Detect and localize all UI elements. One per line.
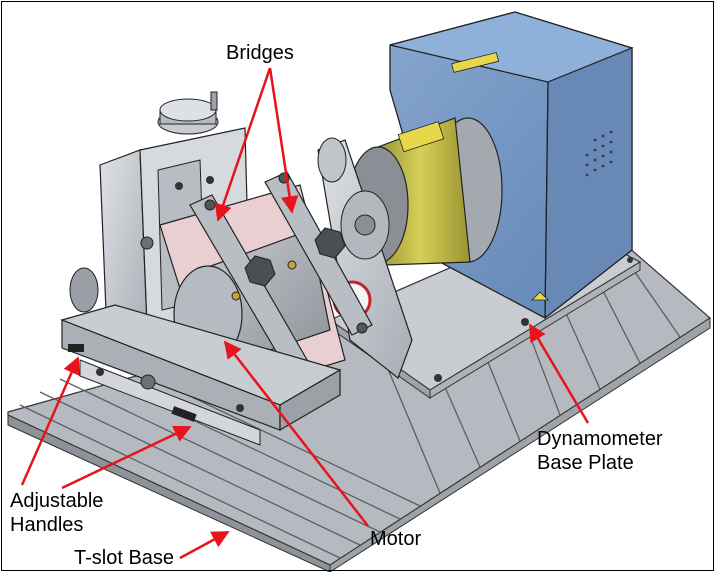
label-motor: Motor [370,528,422,550]
arrow-bridges-left [214,67,272,222]
carriage-plate [60,304,342,446]
label-dynamometer-line1: Dynamometer [537,428,663,450]
label-adjustable-line2: Handles [10,514,84,536]
dynamometer-bracket [317,137,413,379]
arrow-bridges-right [268,67,299,214]
arrow-dyno-plate [528,323,590,424]
arrow-tslot [179,530,230,560]
arrow-handles-left [20,356,80,486]
label-dynamometer-line2: Base Plate [537,452,634,474]
label-bridges: Bridges [226,42,294,64]
label-adjustable-line1: Adjustable [10,490,104,512]
arrow-handles-right [61,425,192,490]
label-tslot-base: T-slot Base [74,547,175,569]
arrow-motor [223,340,369,527]
callout-arrows [20,67,590,560]
